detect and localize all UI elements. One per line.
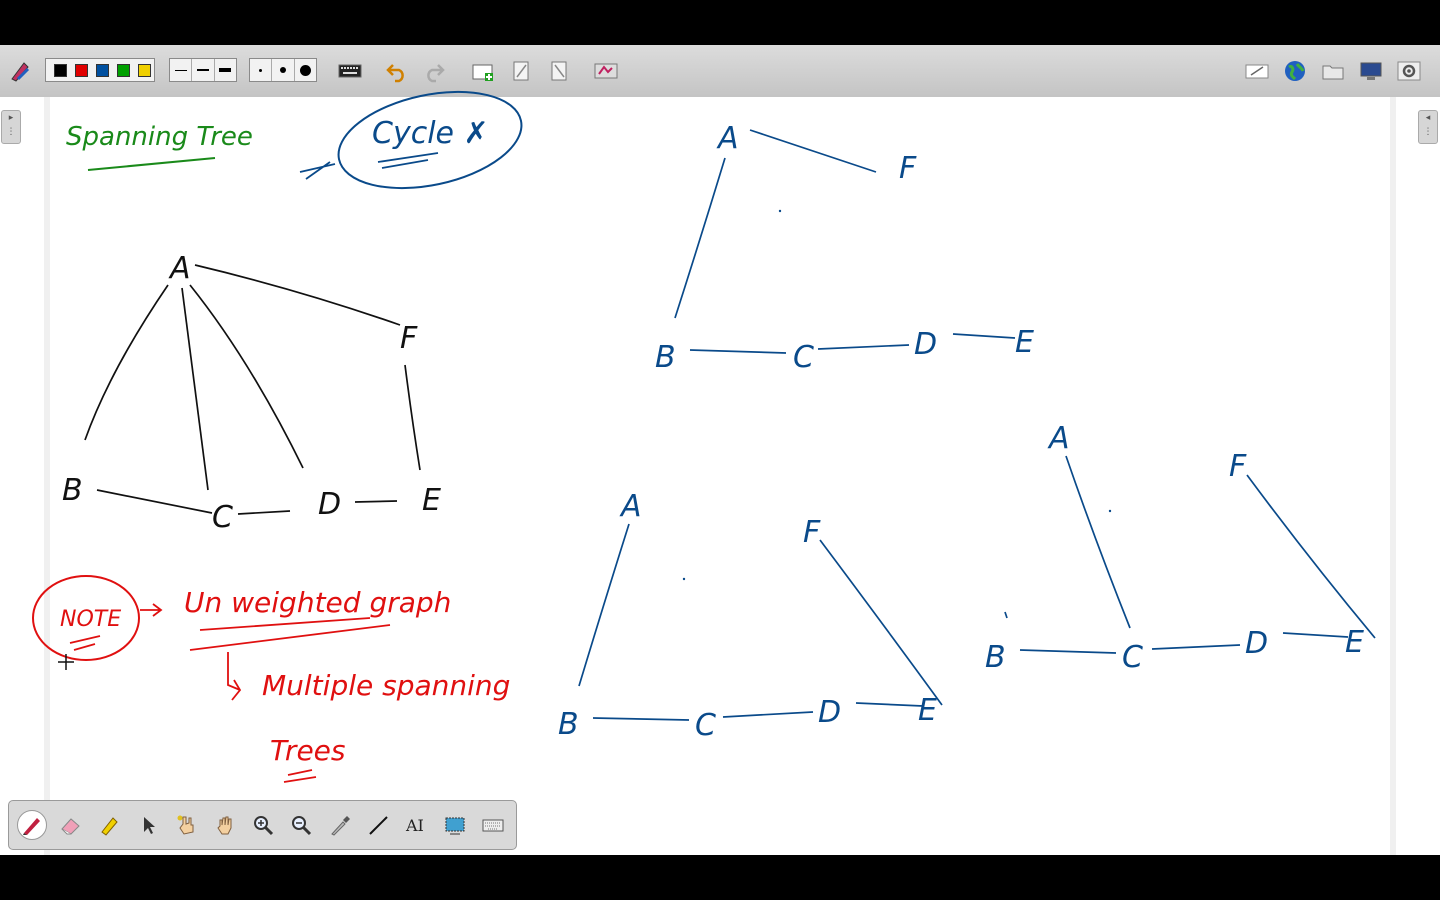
note-label: NOTE (60, 607, 121, 632)
spanning-tree-3 (1004, 455, 1376, 654)
canvas-right-margin (1390, 97, 1396, 855)
tree3-node-b: B (985, 640, 1006, 675)
tree1-node-a: A (716, 121, 739, 156)
color-palette (45, 58, 155, 82)
laser-pointer-icon[interactable] (171, 810, 201, 840)
pen-icon[interactable] (17, 810, 47, 840)
tree1-node-b: B (655, 340, 676, 375)
top-black-bar (0, 0, 1440, 45)
color-swatch-red[interactable] (75, 63, 88, 77)
note-result-line1: Multiple spanning (262, 669, 510, 702)
bottom-black-bar (0, 855, 1440, 900)
tree3-node-c: C (1122, 640, 1143, 675)
dot-size-small[interactable] (250, 59, 273, 81)
display-icon[interactable] (1359, 59, 1383, 83)
next-page-icon[interactable] (547, 59, 571, 83)
tree3-node-f: F (1229, 449, 1247, 484)
folder-icon[interactable] (1321, 59, 1345, 83)
left-panel-toggle[interactable]: ▸⋮ (1, 110, 21, 144)
line-width-group (169, 58, 237, 82)
floating-tool-palette: AI (8, 800, 517, 850)
spanning-tree-heading: Spanning Tree (66, 122, 253, 171)
select-arrow-icon[interactable] (133, 810, 163, 840)
pen-settings-icon[interactable] (8, 59, 32, 83)
spanning-tree-1-labels: A F B C D E (655, 121, 1034, 375)
tree3-node-e: E (1345, 625, 1364, 660)
line-tool-icon[interactable] (363, 810, 393, 840)
tree1-node-e: E (1015, 325, 1034, 360)
tree1-node-f: F (899, 151, 917, 186)
tree3-node-a: A (1047, 421, 1070, 456)
spanning-tree-3-labels: A F B C D E (985, 421, 1364, 675)
note-result-line2: Trees (270, 734, 345, 767)
zoom-out-icon[interactable] (286, 810, 316, 840)
note-text: Un weighted graph (184, 586, 451, 619)
svg-text:AI: AI (405, 816, 424, 835)
tree2-node-b: B (558, 707, 579, 742)
canvas-left-margin (44, 97, 50, 855)
tree2-node-d: D (818, 695, 841, 730)
screenshot-icon[interactable] (440, 810, 470, 840)
heading-text: Spanning Tree (66, 122, 253, 152)
previous-page-icon[interactable] (509, 59, 533, 83)
dot-size-large[interactable] (295, 59, 316, 81)
color-swatch-yellow[interactable] (138, 63, 151, 77)
line-width-medium[interactable] (192, 59, 215, 81)
original-graph-labels: A F B C D E (62, 251, 441, 535)
original-graph (84, 264, 421, 515)
spanning-tree-1 (674, 129, 1016, 354)
tree2-node-f: F (803, 515, 821, 550)
keyboard-icon[interactable] (478, 810, 508, 840)
node-c-label: C (212, 500, 233, 535)
node-a-label: A (168, 251, 191, 286)
color-swatch-green[interactable] (117, 63, 130, 77)
tree2-node-e: E (918, 693, 937, 728)
new-page-icon[interactable] (471, 59, 495, 83)
browser-globe-icon[interactable] (1283, 59, 1307, 83)
color-swatch-black[interactable] (54, 63, 67, 77)
unweighted-note: NOTE Un weighted graph Multiple spanning… (32, 575, 510, 783)
spanning-tree-2 (578, 523, 943, 721)
tree2-node-a: A (619, 489, 642, 524)
cursor-crosshair (58, 654, 74, 670)
highlighter-icon[interactable] (94, 810, 124, 840)
tree2-node-c: C (695, 708, 716, 743)
redo-icon[interactable] (422, 59, 446, 83)
zoom-in-icon[interactable] (248, 810, 278, 840)
line-width-thick[interactable] (215, 59, 236, 81)
screen-capture-icon[interactable] (594, 59, 618, 83)
node-e-label: E (422, 483, 441, 518)
keyboard-icon[interactable] (338, 59, 362, 83)
dot-size-medium[interactable] (272, 59, 295, 81)
main-toolbar (0, 45, 1440, 98)
node-b-label: B (62, 473, 83, 508)
tree1-node-c: C (793, 340, 814, 375)
color-picker-icon[interactable] (325, 810, 355, 840)
tree3-node-d: D (1245, 626, 1268, 661)
node-d-label: D (318, 487, 341, 522)
cycle-note: Cycle ✗ (299, 90, 523, 190)
whiteboard-icon[interactable] (1245, 59, 1269, 83)
text-tool-icon[interactable]: AI (401, 810, 431, 840)
right-panel-toggle[interactable]: ◂⋮ (1418, 110, 1438, 144)
dot-size-group (249, 58, 317, 82)
tree1-node-d: D (914, 327, 937, 362)
whiteboard-canvas[interactable] (0, 97, 1440, 855)
hand-pan-icon[interactable] (210, 810, 240, 840)
color-swatch-blue[interactable] (96, 63, 109, 77)
node-f-label: F (400, 321, 418, 356)
cycle-note-text: Cycle ✗ (372, 116, 489, 151)
undo-icon[interactable] (385, 59, 409, 83)
settings-icon[interactable] (1397, 59, 1421, 83)
line-width-thin[interactable] (170, 59, 193, 81)
spanning-tree-2-labels: A F B C D E (558, 489, 937, 743)
eraser-icon[interactable] (55, 810, 85, 840)
